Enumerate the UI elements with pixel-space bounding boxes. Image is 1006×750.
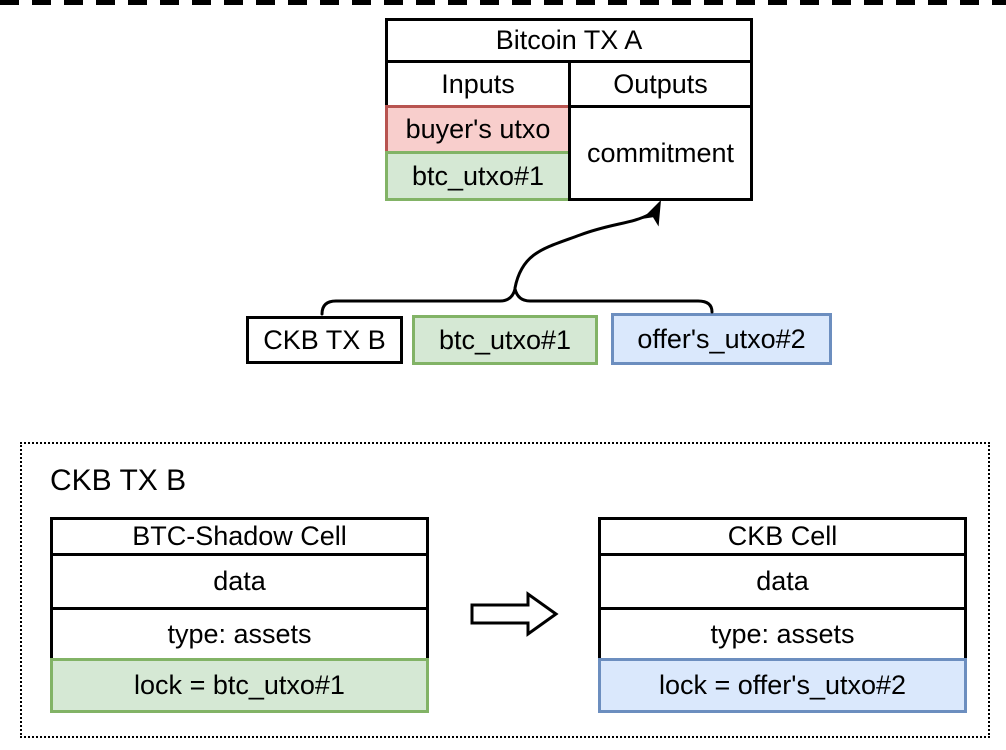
ckb-cell-lock-row: lock = offer's_utxo#2 bbox=[598, 658, 967, 713]
inputs-header-cell: Inputs bbox=[385, 60, 571, 108]
ckb-tx-b-box: CKB TX B bbox=[246, 316, 403, 364]
bitcoin-tx-title: Bitcoin TX A bbox=[495, 25, 643, 55]
outputs-header-label: Outputs bbox=[613, 68, 708, 99]
input-btc-utxo-label: btc_utxo#1 bbox=[411, 160, 545, 191]
btc-shadow-cell-type-label: type: assets bbox=[167, 618, 312, 649]
ckb-cell-data-label: data bbox=[756, 566, 809, 596]
input-buyers-utxo-cell: buyer's utxo bbox=[385, 105, 571, 154]
offers-utxo-box: offer's_utxo#2 bbox=[611, 313, 832, 365]
brace-icon bbox=[320, 287, 714, 316]
output-commitment-cell: commitment bbox=[568, 105, 753, 201]
outputs-header-cell: Outputs bbox=[568, 60, 753, 108]
btc-shadow-cell-lock-label: lock = btc_utxo#1 bbox=[134, 670, 345, 700]
ckb-tx-b-detail-title: CKB TX B bbox=[50, 464, 187, 497]
input-btc-utxo-cell: btc_utxo#1 bbox=[385, 151, 571, 201]
ckb-cell-lock-label: lock = offer's_utxo#2 bbox=[658, 670, 907, 700]
output-commitment-label: commitment bbox=[586, 137, 735, 168]
ckb-cell-title-cell: CKB Cell bbox=[598, 517, 967, 556]
btc-shadow-cell-lock-row: lock = btc_utxo#1 bbox=[50, 658, 429, 713]
ckb-cell-data-row: data bbox=[598, 553, 967, 610]
btc-shadow-cell-title: BTC-Shadow Cell bbox=[132, 521, 347, 551]
input-buyers-utxo-label: buyer's utxo bbox=[405, 114, 551, 144]
ckb-cell-type-label: type: assets bbox=[710, 618, 855, 649]
btc-shadow-cell-data-row: data bbox=[50, 553, 429, 610]
ckb-tx-b-box-label: CKB TX B bbox=[263, 324, 386, 355]
inputs-header-label: Inputs bbox=[441, 68, 515, 99]
btc-utxo-box: btc_utxo#1 bbox=[412, 315, 598, 365]
dashed-separator bbox=[0, 0, 1006, 5]
offers-utxo-box-label: offer's_utxo#2 bbox=[637, 323, 806, 354]
ckb-cell-type-row: type: assets bbox=[598, 607, 967, 661]
bitcoin-tx-title-cell: Bitcoin TX A bbox=[385, 18, 753, 63]
curved-arrow-icon bbox=[513, 200, 661, 290]
btc-shadow-cell-title-cell: BTC-Shadow Cell bbox=[50, 517, 429, 556]
btc-utxo-box-label: btc_utxo#1 bbox=[438, 324, 572, 355]
btc-shadow-cell-type-row: type: assets bbox=[50, 607, 429, 661]
ckb-cell-title: CKB Cell bbox=[727, 521, 838, 551]
btc-shadow-cell-data-label: data bbox=[213, 566, 266, 596]
